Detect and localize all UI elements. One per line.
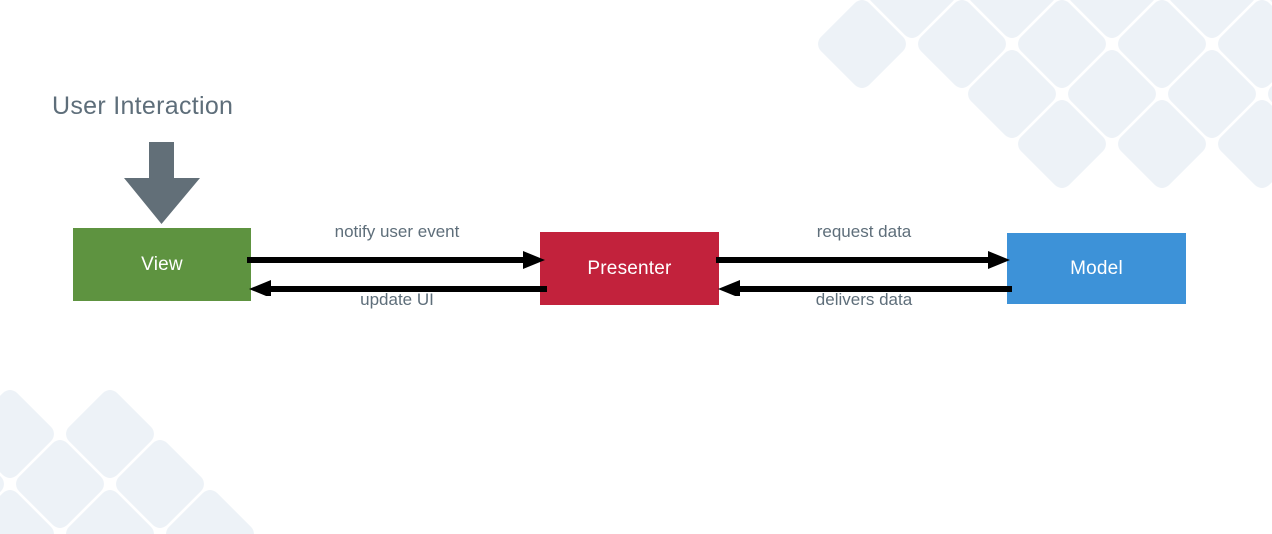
user-interaction-caption: User Interaction <box>52 92 234 120</box>
flow-label-update-ui: update UI <box>360 290 434 309</box>
arrow-down-icon <box>124 142 200 224</box>
node-presenter-label: Presenter <box>587 257 672 279</box>
node-view[interactable]: View <box>73 228 251 301</box>
flow-arrows-view-presenter <box>247 251 547 296</box>
node-model[interactable]: Model <box>1007 233 1186 304</box>
node-view-label: View <box>141 253 183 275</box>
flow-label-request-data: request data <box>816 222 912 241</box>
node-model-label: Model <box>1070 257 1123 279</box>
node-presenter[interactable]: Presenter <box>540 232 719 305</box>
flow-arrows-presenter-model <box>716 251 1012 296</box>
background-diamond-pattern-top-right <box>813 0 1272 193</box>
flow-label-delivers-data: delivers data <box>815 290 913 309</box>
background-diamond-pattern-bottom-left <box>0 385 259 534</box>
flow-presenter-model: request data delivers data <box>716 222 1012 322</box>
flow-view-presenter: notify user event update UI <box>247 222 547 322</box>
flow-label-notify-user-event: notify user event <box>334 222 460 241</box>
